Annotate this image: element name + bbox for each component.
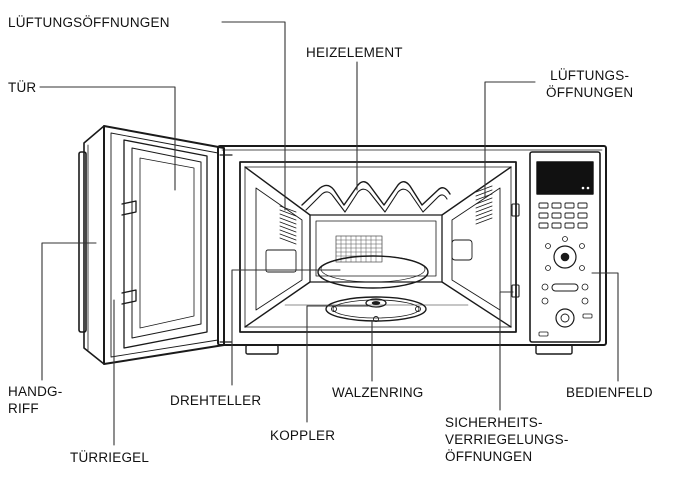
label-handgriff: HANDG- RIFF (8, 383, 62, 417)
label-tuer: TÜR (8, 79, 36, 96)
label-lueftungsoeffnungen-top: LÜFTUNGSÖFFNUNGEN (8, 14, 170, 31)
label-koppler: KOPPLER (270, 427, 335, 444)
roller-ring (326, 297, 426, 322)
label-drehteller: DREHTELLER (170, 392, 261, 409)
turntable (318, 256, 428, 288)
vent-grille-left (280, 206, 296, 244)
oven-door (79, 126, 232, 364)
label-bedienfeld: BEDIENFELD (566, 384, 653, 401)
control-panel (530, 152, 600, 342)
vent-grille-right (476, 186, 492, 224)
leader-lines (40, 22, 618, 445)
label-walzenring: WALZENRING (332, 384, 424, 401)
label-heizelement: HEIZELEMENT (306, 44, 403, 61)
label-lueftungsoeffnungen-right: LÜFTUNGS- ÖFFNUNGEN (546, 67, 633, 101)
label-sicherheitsverriegelungsoeffnungen: SICHERHEITS- VERRIEGELUNGS- ÖFFNUNGEN (445, 414, 569, 465)
heating-element (302, 182, 450, 212)
label-tuerriegel: TÜRRIEGEL (70, 449, 149, 466)
